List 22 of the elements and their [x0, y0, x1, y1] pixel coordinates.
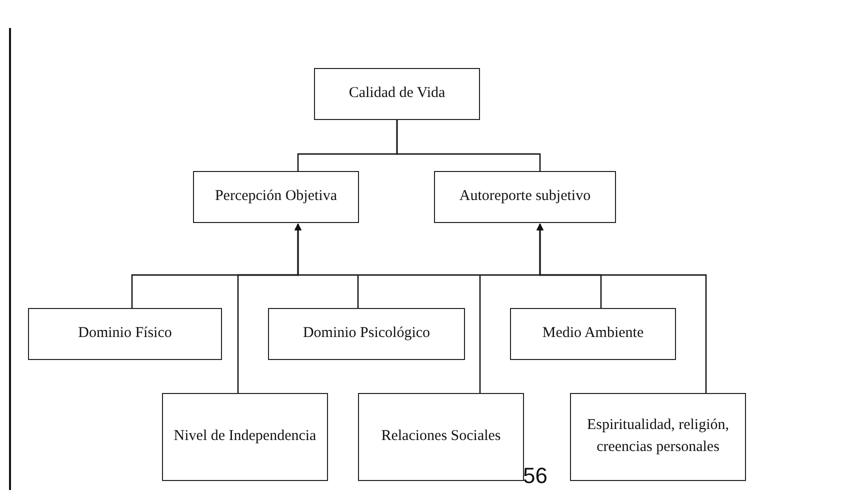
- box-label: Dominio Psicológico: [302, 324, 430, 344]
- concept-box: [570, 393, 746, 481]
- concept-box: [314, 68, 480, 120]
- arrow: [294, 223, 421, 308]
- box-label: Espiritualidad, religión, creencias personales: [586, 416, 730, 457]
- concept-box: [268, 308, 465, 360]
- concept-box: [193, 171, 359, 223]
- box-label: Calidad de Vida: [348, 84, 446, 104]
- box-label: Relaciones Sociales: [381, 427, 501, 446]
- box-label: Percepción Objetiva: [214, 187, 338, 206]
- box-label: Medio Ambiente: [542, 324, 644, 344]
- concept-box: [510, 308, 676, 360]
- box-label: Autoreporte subjetivo: [459, 187, 591, 206]
- page-number: 56: [523, 465, 548, 487]
- concept-box: [358, 393, 524, 481]
- connector-line: [396, 120, 541, 171]
- arrow: [536, 223, 707, 393]
- concept-box: [162, 393, 328, 481]
- concept-box: [434, 171, 616, 223]
- box-label: Dominio Físico: [78, 324, 172, 344]
- concept-box: [28, 308, 222, 360]
- box-label: Nivel de Independencia: [174, 427, 316, 446]
